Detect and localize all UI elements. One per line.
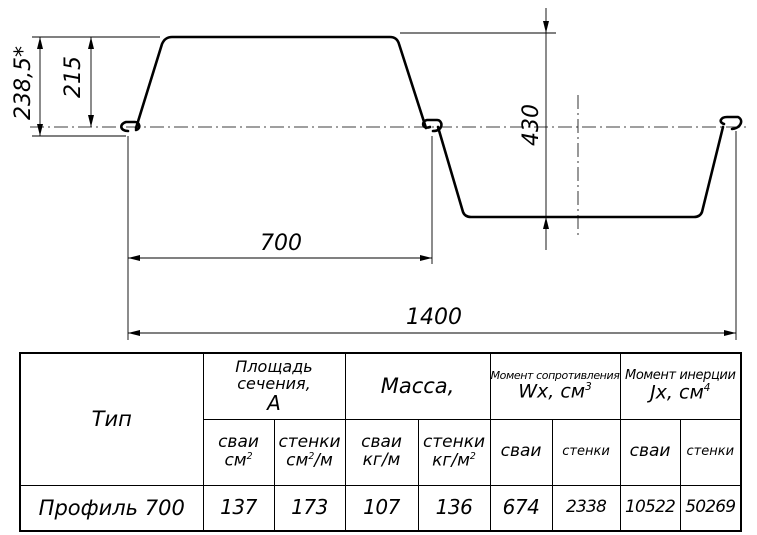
sub-mass-wall: стенки кг/м2 [417,418,491,486]
sub-area-wall-unit: см2/м [275,450,344,471]
sub-mass-pile: сваи кг/м [344,418,419,486]
header-moment-w: Момент сопротивления Wx, см3 [489,352,621,420]
dim-label-238: 238,5* [11,46,36,120]
sub-area-wall: стенки см2/м [273,418,346,486]
cell-mass-wall: 136 [417,484,491,532]
unit-cm2m: см [286,450,309,471]
cell-w-pile: 674 [489,484,553,532]
arrow-430-top [543,21,549,33]
sheet-pile-drawing: 238,5* 215 430 700 1400 [11,8,750,340]
moment-j-label: Jx, см [650,381,704,404]
dim-label-700: 700 [260,231,302,256]
header-moment-w-line1: Момент сопротивления [490,369,620,383]
cell-type: Профиль 700 [19,484,204,532]
header-area-line1: Площадь сечения, [235,356,313,393]
arrow-700-left [128,255,140,261]
cell-w-wall: 2338 [551,484,621,532]
arrow-215-top [88,37,94,49]
sub-j-pile: сваи [619,418,681,486]
sub-w-wall: стенки [551,418,621,486]
arrow-238-top [37,37,43,49]
arrow-1400-left [128,330,140,336]
sub-w-pile: сваи [489,418,553,486]
unit-kgm2: кг/м [432,450,470,471]
header-moment-j: Момент инерции Jx, см4 [619,352,742,420]
dim-label-1400: 1400 [406,305,462,330]
header-type: Тип [19,352,204,486]
sub-mass-pile-label: сваи [361,432,402,453]
moment-j-exp: 4 [703,381,711,394]
unit-cm2m-exp: 2 [308,450,315,462]
cell-j-wall: 50269 [679,484,742,532]
table-row: Профиль 700 137 173 107 136 674 2338 105… [19,484,742,532]
cell-j-pile: 10522 [619,484,681,532]
specification-table: Тип Площадь сечения, А Масса, Момент соп… [19,352,743,532]
unit-kgm: кг/м [362,450,401,470]
cell-mass-pile: 107 [344,484,419,532]
cell-area-wall: 173 [273,484,346,532]
arrow-700-right [420,255,432,261]
header-area: Площадь сечения, А [202,352,346,420]
sub-mass-wall-label: стенки [422,431,486,452]
arrow-1400-right [724,330,736,336]
sub-area-pile: сваи см2 [202,418,275,486]
sub-mass-wall-unit: кг/м2 [419,450,489,471]
unit-cm2-exp: 2 [246,450,253,462]
cell-area-pile: 137 [202,484,275,532]
arrow-238-bottom [37,124,43,136]
arrow-215-bottom [88,115,94,127]
sub-area-wall-label: стенки [278,431,341,452]
unit-cm2: см [224,450,247,471]
sheet-pile-profile [120,35,743,219]
header-mass: Масса, [344,352,491,420]
dim-label-215: 215 [61,56,86,98]
moment-w-label: Wx, см [518,380,586,403]
sub-area-pile-label: сваи [218,431,259,452]
sub-area-pile-unit: см2 [204,450,273,471]
sub-j-wall: стенки [679,418,742,486]
arrow-430-bottom [543,217,549,229]
moment-w-exp: 3 [585,380,592,393]
dim-label-430: 430 [519,104,544,146]
unit-cm2m-tail: /м [314,450,333,471]
unit-kgm2-exp: 2 [469,450,476,462]
header-moment-j-line1: Момент инерции [625,368,736,384]
header-area-line2: А [267,390,281,415]
header-moment-j-line2: Jx, см4 [621,381,740,404]
header-moment-w-line2: Wx, см3 [491,380,619,403]
